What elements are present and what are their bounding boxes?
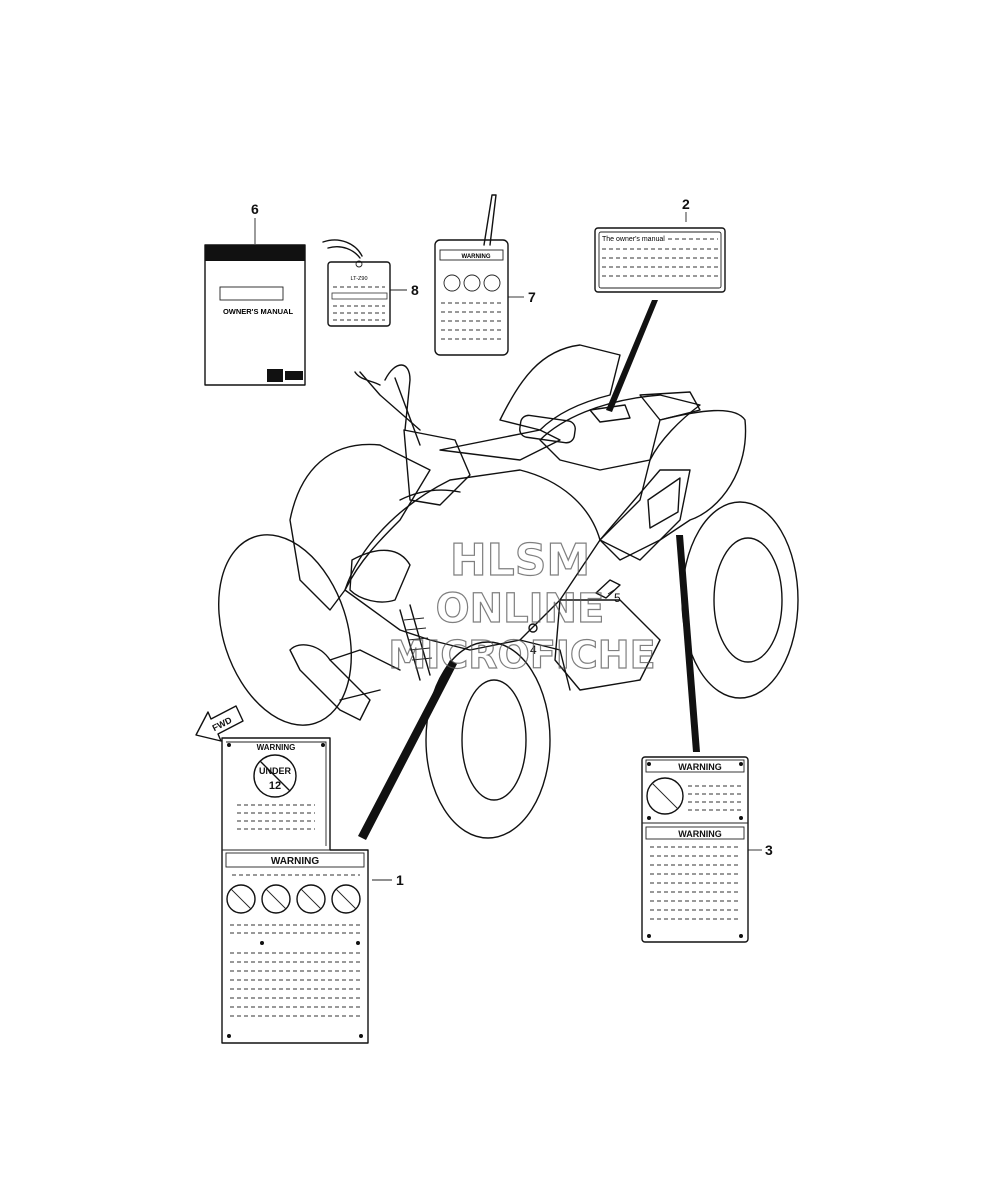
hang-tag-title: LT-Z90 [350,276,367,282]
callout-3: 3 [765,842,773,858]
warning-label-rear: WARNING WARNING [641,756,749,943]
label1-top-warning: WARNING [257,743,296,752]
label3-bottom-warning: WARNING [678,829,722,839]
watermark-line-3: MICROFICHE [388,633,655,677]
callout-8: 8 [411,282,419,298]
warning-hang-tag: WARNING [434,194,509,356]
label1-under-word: UNDER [259,766,292,776]
label1-bottom-warning: WARNING [271,856,320,867]
forward-direction-arrow: FWD [195,705,244,742]
watermark: HLSM ONLINE MICROFICHE [388,534,656,677]
callout-6: 6 [251,201,259,217]
owners-manual-cover-title: OWNER'S MANUAL [223,307,294,316]
warning-label-large: WARNING UNDER 12 WARNING [221,737,369,1044]
label3-top-warning: WARNING [678,762,722,772]
warning-hang-tag-warning: WARNING [462,254,491,260]
label1-under-age: 12 [269,780,281,792]
hang-tag-small: LT-Z90 [322,239,391,327]
watermark-line-1: HLSM [450,535,590,586]
owners-manual-label: The owner's manual [594,227,726,293]
callout-1: 1 [396,872,404,888]
owners-manual-label-text: The owner's manual [602,236,665,243]
atv-outline [218,344,799,839]
callout-7: 7 [528,289,536,305]
watermark-line-2: ONLINE [436,586,605,632]
leader-lines [254,212,762,881]
owners-manual-book: OWNER'S MANUAL [204,244,306,386]
callout-2: 2 [682,196,690,212]
callout-5: 5 [614,591,621,605]
callout-4: 4 [530,643,537,657]
